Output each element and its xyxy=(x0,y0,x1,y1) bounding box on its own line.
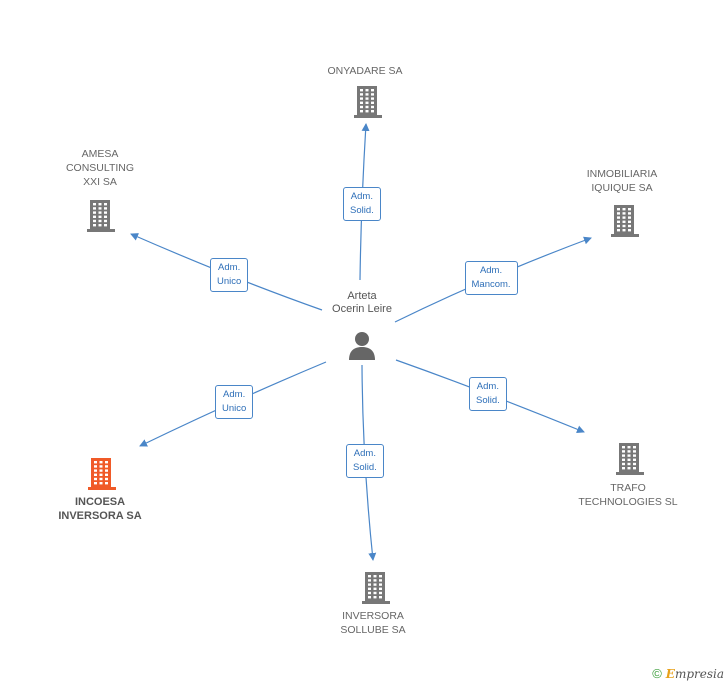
edge-label-incoesa[interactable]: Adm. Unico xyxy=(215,385,254,419)
company-name-inmobiliaria[interactable]: INMOBILIARIA IQUIQUE SA xyxy=(586,168,658,194)
building-icon[interactable] xyxy=(608,203,642,237)
building-icon[interactable] xyxy=(85,456,119,490)
edge-label-trafo[interactable]: Adm. Solid. xyxy=(469,377,507,411)
edge-label-inmobiliaria[interactable]: Adm. Mancom. xyxy=(464,261,518,295)
center-person-name[interactable]: Arteta Ocerin Leire xyxy=(332,290,392,315)
building-icon[interactable] xyxy=(359,570,393,604)
person-icon[interactable] xyxy=(346,329,378,361)
company-name-inversora[interactable]: INVERSORA SOLLUBE SA xyxy=(340,610,406,636)
brand-logo[interactable]: Empresia xyxy=(665,666,724,681)
company-name-onyadare[interactable]: ONYADARE SA xyxy=(327,65,403,77)
footer: © Empresia xyxy=(652,666,724,681)
company-name-trafo[interactable]: TRAFO TECHNOLOGIES SL xyxy=(578,482,678,508)
copyright-icon: © xyxy=(652,666,662,681)
company-name-incoesa[interactable]: INCOESA INVERSORA SA xyxy=(58,496,142,522)
edge-label-inversora[interactable]: Adm. Solid. xyxy=(346,444,384,478)
building-icon[interactable] xyxy=(351,84,385,118)
edge-label-onyadare[interactable]: Adm. Solid. xyxy=(343,187,381,221)
building-icon[interactable] xyxy=(84,198,118,232)
building-icon[interactable] xyxy=(613,441,647,475)
edge-label-amesa[interactable]: Adm. Unico xyxy=(210,258,249,292)
company-name-amesa[interactable]: AMESA CONSULTING XXI SA xyxy=(65,148,135,188)
